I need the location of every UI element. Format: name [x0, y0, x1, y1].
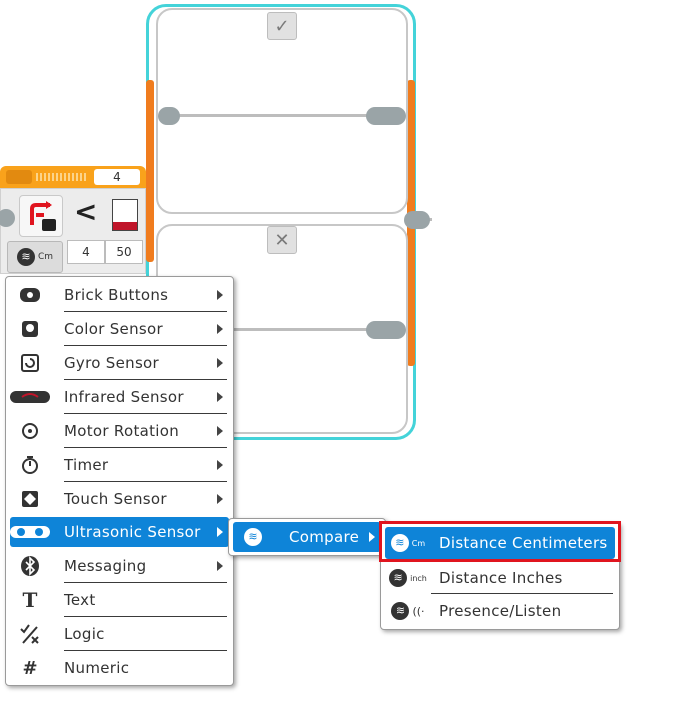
timer-icon: [10, 456, 50, 474]
menu-item-timer[interactable]: Timer: [10, 450, 229, 480]
menu-item-presence-listen[interactable]: ≋((· Presence/Listen: [385, 596, 615, 626]
submenu-arrow-icon: [217, 561, 223, 571]
submenu-arrow-icon: [369, 532, 375, 542]
menu-item-distance-inches[interactable]: ≋inch Distance Inches: [385, 563, 615, 593]
infrared-sensor-icon: [10, 389, 50, 405]
submenu-arrow-icon: [217, 527, 223, 537]
sequence-plug-out-true[interactable]: [366, 107, 406, 125]
menu-divider: [64, 481, 227, 482]
menu-item-brick-buttons[interactable]: Brick Buttons: [10, 280, 229, 310]
ultrasonic-listen-icon: ≋((·: [385, 602, 431, 620]
menu-divider: [64, 311, 227, 312]
submenu-arrow-icon: [217, 324, 223, 334]
threshold-icon: [112, 199, 138, 231]
submenu-arrow-icon: [217, 426, 223, 436]
selection-highlight-box: [379, 521, 621, 562]
submenu-arrow-icon: [217, 290, 223, 300]
checkmark-icon: ✓: [274, 15, 290, 37]
menu-divider: [64, 650, 227, 651]
menu-item-numeric[interactable]: # Numeric: [10, 653, 229, 683]
submenu-arrow-icon: [217, 358, 223, 368]
ultrasonic-cm-icon: ≋Cm: [385, 534, 431, 552]
block-header[interactable]: 4: [0, 166, 146, 188]
menu-divider: [64, 447, 227, 448]
ultrasonic-sensor-icon: [10, 524, 50, 540]
submenu-arrow-icon: [217, 494, 223, 504]
sequence-plug-in-true[interactable]: [158, 107, 180, 125]
sequence-wire-false: [178, 328, 368, 331]
compare-submenu: ≋Cm Distance Centimeters ≋inch Distance …: [380, 522, 620, 630]
submenu-arrow-icon: [217, 392, 223, 402]
sequence-wire-true: [178, 114, 368, 117]
menu-item-compare[interactable]: ≋ Compare: [233, 522, 381, 552]
menu-item-color-sensor[interactable]: Color Sensor: [10, 314, 229, 344]
ultrasonic-icon: ≋: [233, 528, 273, 546]
menu-item-messaging[interactable]: Messaging: [10, 551, 229, 581]
mode-selector[interactable]: ≋ Cm: [7, 241, 63, 273]
port-input[interactable]: 4: [67, 240, 105, 264]
motor-rotation-icon: [10, 422, 50, 440]
text-icon: T: [22, 588, 38, 612]
switch-left-border: [146, 80, 154, 262]
threshold-input[interactable]: 50: [105, 240, 143, 264]
color-sensor-icon: [10, 320, 50, 338]
false-case-tab[interactable]: ✕: [267, 226, 297, 254]
switch-icon: [19, 195, 63, 237]
ultrasonic-inch-icon: ≋inch: [385, 569, 431, 587]
menu-item-motor-rotation[interactable]: Motor Rotation: [10, 416, 229, 446]
sequence-plug-out-false[interactable]: [366, 321, 406, 339]
touch-sensor-icon: [10, 490, 50, 508]
switch-condition-block[interactable]: < ≋ Cm 4 50: [0, 188, 146, 274]
menu-divider: [64, 379, 227, 380]
sensor-mode-menu: Brick Buttons Color Sensor Gyro Sensor I…: [5, 276, 234, 686]
logic-icon: [10, 623, 50, 645]
numeric-icon: #: [22, 657, 38, 679]
true-case-tab[interactable]: ✓: [267, 12, 297, 40]
bluetooth-icon: [10, 555, 50, 577]
menu-item-touch-sensor[interactable]: Touch Sensor: [10, 484, 229, 514]
block-plug-in[interactable]: [0, 209, 15, 227]
block-header-value[interactable]: 4: [94, 169, 140, 185]
menu-item-distance-centimeters[interactable]: ≋Cm Distance Centimeters: [385, 527, 615, 559]
cross-icon: ✕: [274, 229, 290, 251]
ultrasonic-icon: ≋: [16, 248, 35, 266]
compare-operator[interactable]: <: [74, 195, 98, 228]
submenu-arrow-icon: [217, 460, 223, 470]
switch-exit-plug[interactable]: [404, 211, 430, 229]
menu-item-infrared-sensor[interactable]: Infrared Sensor: [10, 382, 229, 412]
block-header-grip: [36, 173, 88, 181]
menu-item-gyro-sensor[interactable]: Gyro Sensor: [10, 348, 229, 378]
mode-submenu: ≋ Compare: [228, 518, 386, 556]
gyro-sensor-icon: [10, 354, 50, 372]
menu-divider: [64, 616, 227, 617]
menu-item-text[interactable]: T Text: [10, 585, 229, 615]
menu-divider: [431, 593, 613, 594]
menu-item-ultrasonic-sensor[interactable]: Ultrasonic Sensor: [10, 517, 229, 547]
brick-port-icon: [6, 170, 32, 184]
brick-buttons-icon: [10, 287, 50, 303]
menu-divider: [64, 345, 227, 346]
menu-divider: [64, 582, 227, 583]
menu-item-logic[interactable]: Logic: [10, 619, 229, 649]
menu-divider: [64, 413, 227, 414]
